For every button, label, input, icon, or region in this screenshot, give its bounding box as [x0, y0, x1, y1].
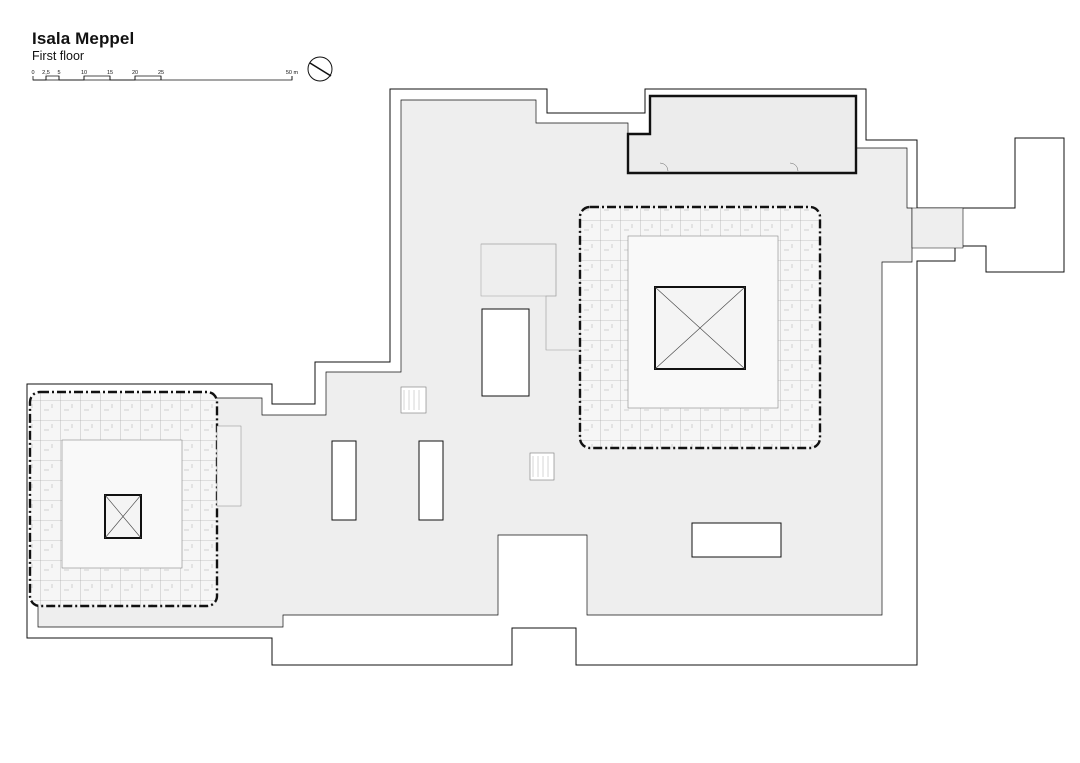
- east-annex: [985, 137, 1065, 273]
- scale-tick-label: 2,5: [42, 70, 50, 76]
- scale-tick-label: 20: [132, 70, 138, 76]
- scale-tick-label: 15: [107, 70, 113, 76]
- courtyard: [331, 440, 357, 521]
- courtyard: [481, 308, 530, 397]
- roof-stair: [529, 452, 555, 481]
- east-ward: [578, 205, 822, 450]
- scale-tick-label: 10: [81, 70, 87, 76]
- drawing-title: Isala Meppel: [32, 29, 135, 48]
- west-stair: [216, 425, 242, 507]
- scale-bar: 0 2,5 5 10 15 20 25 50 m: [31, 70, 299, 81]
- scale-tick-label: 5: [57, 70, 60, 76]
- north-arrow-icon: [307, 56, 333, 82]
- courtyard: [691, 522, 782, 558]
- east-bridge: [911, 207, 964, 249]
- courtyard: [418, 440, 444, 521]
- west-ward: [28, 390, 219, 608]
- scale-tick-label: 25: [158, 70, 164, 76]
- scale-tick-label: 50 m: [286, 70, 299, 76]
- floor-label: First floor: [32, 49, 85, 63]
- north-block: [626, 94, 858, 175]
- scale-tick-label: 0: [31, 70, 34, 76]
- roof-stair: [400, 386, 427, 414]
